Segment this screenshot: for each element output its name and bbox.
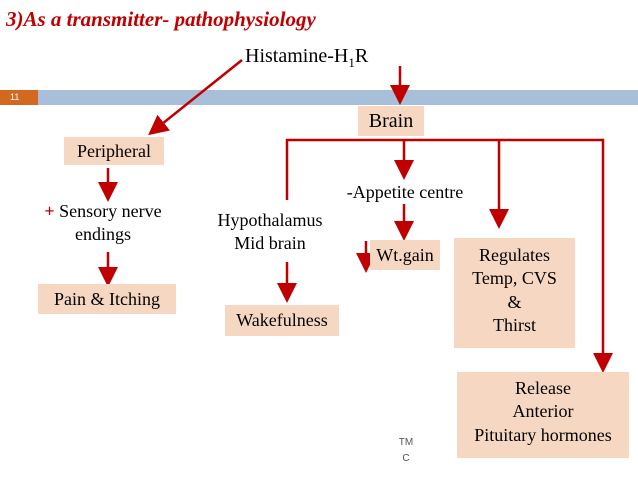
release-box: Release Anterior Pituitary hormones: [457, 372, 629, 458]
histamine-label-main: Histamine-H: [245, 45, 349, 67]
appetite-centre-text: -Appetite centre: [346, 182, 464, 202]
brain-branch-line: [285, 138, 613, 373]
wakefulness-box: Wakefulness: [225, 305, 339, 336]
header-bar: [38, 90, 638, 105]
sensory-nerve-text: + Sensory nerve endings: [28, 200, 178, 245]
sensory-line1: Sensory nerve: [59, 201, 162, 221]
release-line1: Release: [515, 378, 571, 398]
regulates-box: Regulates Temp, CVS & Thirst: [454, 238, 575, 348]
brain-box: Brain: [358, 106, 424, 136]
regulates-line1: Regulates: [479, 245, 550, 265]
regulates-line3: &: [507, 291, 522, 312]
histamine-label-tail: R: [354, 45, 369, 67]
hypo-line2: Mid brain: [234, 232, 306, 253]
slide-number: 11: [0, 90, 38, 105]
plus-sign: +: [44, 201, 55, 221]
arrow-histamine-to-peripheral: [148, 59, 243, 136]
histamine-receptor-label: Histamine-H1R: [245, 45, 368, 71]
slide-title: 3)As a transmitter- pathophysiology: [6, 7, 316, 31]
regulates-line2: Temp, CVS: [472, 268, 557, 289]
peripheral-box: Peripheral: [64, 137, 164, 165]
regulates-line4: Thirst: [493, 315, 536, 336]
histamine-label-sub: 1: [348, 55, 355, 70]
watermark-line1: TM: [398, 437, 414, 448]
hypothalamus-text: Hypothalamus Mid brain: [204, 209, 336, 254]
hypo-line1: Hypothalamus: [217, 210, 323, 230]
watermark-text: TM C: [393, 435, 419, 467]
sensory-line2: endings: [75, 223, 131, 244]
release-line2: Anterior: [512, 401, 574, 422]
release-line3: Pituitary hormones: [474, 424, 612, 445]
watermark-line2: C: [402, 453, 410, 464]
pain-itching-box: Pain & Itching: [38, 284, 176, 314]
wtgain-box: Wt.gain: [370, 240, 440, 270]
